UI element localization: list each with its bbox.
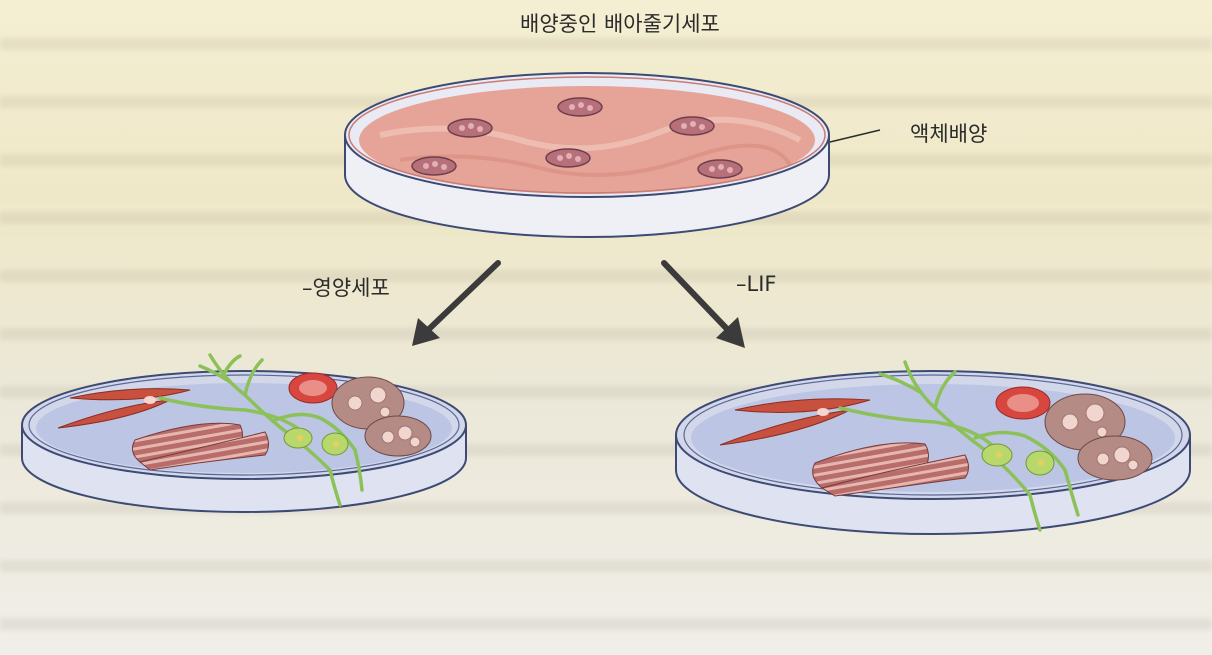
muscle-cell <box>69 388 191 401</box>
epithelial-cell-cluster <box>331 376 432 457</box>
red-blood-cell <box>995 386 1051 420</box>
muscle-cell <box>734 398 871 413</box>
embryonic-stem-cell-colony <box>697 159 743 179</box>
minus-feeder-cells-label: –영양세포 <box>302 276 390 300</box>
embryonic-stem-cell-colony <box>669 116 715 136</box>
epithelial-cell-cluster <box>1044 393 1153 481</box>
left-dish <box>21 353 467 513</box>
minus-lif-label: –LIF <box>736 272 777 296</box>
red-blood-cell <box>288 372 338 404</box>
neuron-cell-bodies <box>981 443 1055 476</box>
neuron-cell-bodies <box>283 427 349 456</box>
embryonic-stem-cell-colony <box>447 118 493 138</box>
arrow-to-left-dish <box>412 260 501 346</box>
right-dish <box>675 360 1191 535</box>
diagram-title: 배양중인 배아줄기세포 <box>520 12 720 36</box>
embryonic-stem-cell-colony <box>557 97 603 117</box>
arrow-to-right-dish <box>661 260 745 348</box>
embryonic-stem-cell-colony <box>545 148 591 168</box>
cardiac-muscle-bundle <box>131 422 269 471</box>
neuron-cells <box>838 360 1080 532</box>
liquid-culture-label: 액체배양 <box>910 122 988 146</box>
cardiac-muscle-bundle <box>812 442 969 497</box>
culture-leader-line <box>829 129 881 143</box>
embryonic-stem-cell-colony <box>411 156 457 176</box>
